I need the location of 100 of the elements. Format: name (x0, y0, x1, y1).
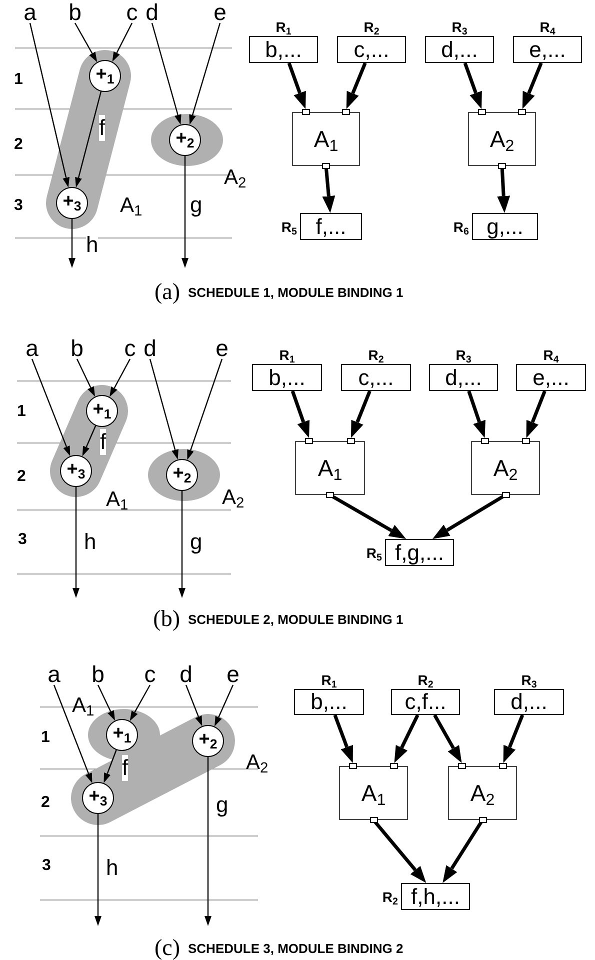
step-number: 3 (42, 856, 51, 876)
register-label: R$_{1}$ (320, 671, 338, 689)
register-label: R$_{2}$ (362, 18, 380, 36)
register-label: R$_{4}$ (542, 346, 560, 364)
arrow (68, 219, 76, 268)
module-label: A$_{1}$ (106, 487, 128, 513)
arrow (82, 425, 96, 456)
arrow (29, 22, 70, 188)
variable-label: b (65, 0, 85, 25)
panel-letter: (a) (154, 279, 180, 305)
module-box: A$_{1}$ (339, 766, 408, 820)
register-box: d,... (425, 36, 494, 63)
panel-caption: SCHEDULE 2, MODULE BINDING 1 (188, 611, 404, 629)
register-box: g,... (472, 213, 538, 240)
step-number: 2 (17, 467, 26, 487)
variable-label: c (120, 335, 140, 361)
arrow (151, 22, 182, 125)
arrow (433, 714, 462, 763)
step-number: 1 (17, 402, 26, 422)
arrow (130, 684, 151, 722)
arrow (187, 358, 223, 460)
arrow (31, 358, 70, 456)
register-label: R$_{2}$ (382, 888, 398, 906)
arrow (178, 491, 186, 598)
module-label: A$_{1}$ (72, 693, 94, 719)
panel-letter: (b) (153, 606, 180, 632)
register-label: R$_{4}$ (538, 18, 556, 36)
arrow (463, 62, 482, 109)
variable-label: a (20, 0, 40, 25)
register-box: f,g,... (385, 539, 454, 566)
variable-label: a (22, 335, 42, 361)
arrow (214, 684, 234, 726)
arrow (526, 390, 546, 438)
register-label: R$_{6}$ (453, 218, 469, 236)
variable-label: c (122, 0, 142, 25)
arrow (346, 62, 367, 110)
panel-caption: SCHEDULE 3, MODULE BINDING 2 (188, 940, 404, 958)
step-number: 2 (14, 135, 23, 155)
arrow (333, 714, 353, 764)
register-box: e,... (513, 36, 582, 63)
variable-label: a (44, 661, 64, 687)
module-box: A$_{1}$ (295, 441, 365, 495)
register-box: c,... (337, 36, 406, 63)
variable-label: e (223, 661, 243, 687)
arrow (503, 714, 524, 763)
arrow (72, 487, 80, 598)
arrow (76, 358, 96, 397)
register-label: R$_{3}$ (520, 671, 538, 689)
arrow (149, 358, 178, 460)
module-box: A$_{2}$ (468, 112, 536, 166)
arrow (110, 358, 131, 397)
register-label: R$_{5}$ (366, 544, 382, 562)
arrow (104, 750, 117, 784)
register-box: e,... (516, 364, 586, 391)
variable-label: d (140, 335, 160, 361)
arrow (204, 757, 212, 926)
variable-label: e (212, 335, 232, 361)
arrow (112, 22, 133, 62)
register-box: c,... (341, 364, 411, 391)
register-box: c,f... (391, 689, 460, 715)
arrow (287, 62, 306, 109)
arrow (185, 684, 202, 726)
edge-label: f (100, 429, 106, 455)
arrow (75, 91, 102, 188)
register-box: b,... (252, 364, 322, 391)
step-number: 3 (14, 196, 23, 216)
module-box: A$_{2}$ (471, 441, 540, 495)
module-box: A$_{2}$ (448, 766, 517, 820)
register-box: d,... (494, 689, 564, 715)
variable-label: d (176, 661, 196, 687)
register-label: R$_{1}$ (274, 18, 292, 36)
arrow (74, 22, 98, 62)
variable-label: b (67, 335, 87, 361)
register-box: f,... (300, 213, 362, 240)
panel-letter: (c) (154, 935, 180, 960)
variable-label: d (142, 0, 162, 25)
register-box: d,... (429, 364, 498, 391)
arrow (189, 22, 221, 125)
module-label: A$_{1}$ (120, 193, 142, 219)
arrow (467, 390, 486, 438)
arrow (290, 390, 310, 438)
arrow (350, 390, 372, 438)
module-label: A$_{2}$ (222, 485, 244, 511)
arrow (329, 493, 406, 539)
arrow (432, 494, 506, 539)
register-label: R$_{5}$ (281, 218, 297, 236)
arrow (522, 62, 543, 110)
variable-label: e (210, 0, 230, 25)
variable-label: c (140, 661, 160, 687)
register-box: b,... (249, 36, 318, 63)
register-label: R$_{2}$ (367, 346, 385, 364)
arrow (182, 156, 188, 268)
register-box: b,... (294, 689, 364, 715)
arrow (97, 684, 115, 721)
module-box: A$_{1}$ (292, 112, 360, 166)
arrow (94, 814, 102, 926)
module-label: A$_{2}$ (224, 165, 246, 191)
arrow (394, 714, 420, 763)
register-label: R$_{2}$ (416, 671, 434, 689)
register-label: R$_{3}$ (454, 346, 472, 364)
